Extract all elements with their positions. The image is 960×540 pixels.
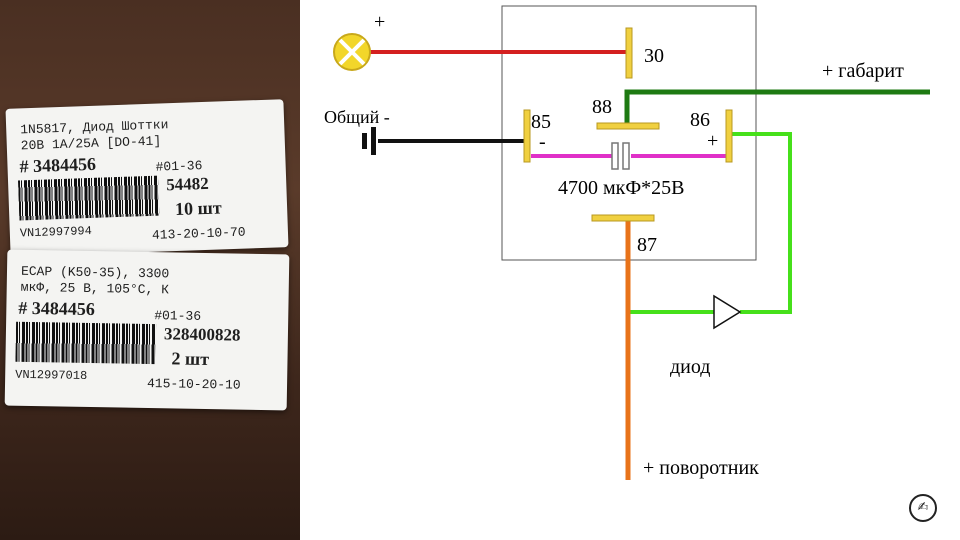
diode-label: диод <box>670 356 710 378</box>
diode-label-sku: # 3484456 <box>19 153 97 177</box>
barcode-icon <box>18 175 160 221</box>
barcode-icon <box>15 321 157 365</box>
photo-panel: 1N5817, Диод Шоттки 20В 1А/25А [DO-41] #… <box>0 0 300 540</box>
drive2-logo-icon: ✍ <box>909 494 937 522</box>
capacitor-label-line1: ECAP (K50-35), 3300 <box>20 263 170 282</box>
pin-86-label: 86 <box>690 109 710 131</box>
capacitor-label-vn: VN12997018 <box>15 367 88 383</box>
battery-minus-icon <box>362 127 376 155</box>
dark-green-wire <box>624 89 930 126</box>
capacitor-label-code: #01-36 <box>154 308 202 324</box>
diode-label-date: 413-20-10-70 <box>151 224 246 243</box>
capacitor-label-number: 328400828 <box>163 324 241 345</box>
diode-label-code: #01-36 <box>155 158 203 175</box>
capacitor-icon <box>611 142 630 170</box>
lamp-icon <box>333 33 371 71</box>
pin-85-label: 85 <box>531 111 551 133</box>
capacitor-label-date: 415-10-20-10 <box>146 376 241 393</box>
contact-86 <box>725 109 733 163</box>
relay-wiring-diagram: + 30 85 88 86 87 - + Общий - + габарит 4… <box>324 5 930 480</box>
gabarit-label: + габарит <box>822 60 904 82</box>
light-green-wire-upper <box>730 132 792 314</box>
capacitor-label: 4700 мкФ*25В <box>558 177 685 199</box>
pin-87-label: 87 <box>637 234 657 256</box>
diode-label-number: 54482 <box>165 173 210 195</box>
diode-label-vn: VN12997994 <box>19 223 93 241</box>
diode-icon <box>713 294 742 330</box>
capacitor-label-sku: # 3484456 <box>18 297 96 320</box>
contact-85 <box>523 109 531 163</box>
contact-30 <box>625 27 633 79</box>
diode-package-label: 1N5817, Диод Шоттки 20В 1А/25А [DO-41] #… <box>5 99 289 257</box>
pin-85-minus-sign: - <box>539 131 546 153</box>
diode-label-quantity: 10 шт <box>174 197 222 220</box>
contact-87 <box>591 214 655 222</box>
contact-88 <box>596 122 660 130</box>
ground-label: Общий - <box>324 107 390 127</box>
capacitor-label-line2: мкФ, 25 В, 105°C, К <box>20 279 170 298</box>
capacitor-label-quantity: 2 шт <box>171 348 210 370</box>
capacitor-package-label: ECAP (K50-35), 3300 мкФ, 25 В, 105°C, К … <box>4 249 290 411</box>
pin-30-label: 30 <box>644 45 664 67</box>
pin-86-plus-sign: + <box>707 130 718 152</box>
turn-signal-label: + поворотник <box>643 457 759 479</box>
lamp-plus-sign: + <box>374 11 385 33</box>
pin-88-label: 88 <box>592 96 612 118</box>
